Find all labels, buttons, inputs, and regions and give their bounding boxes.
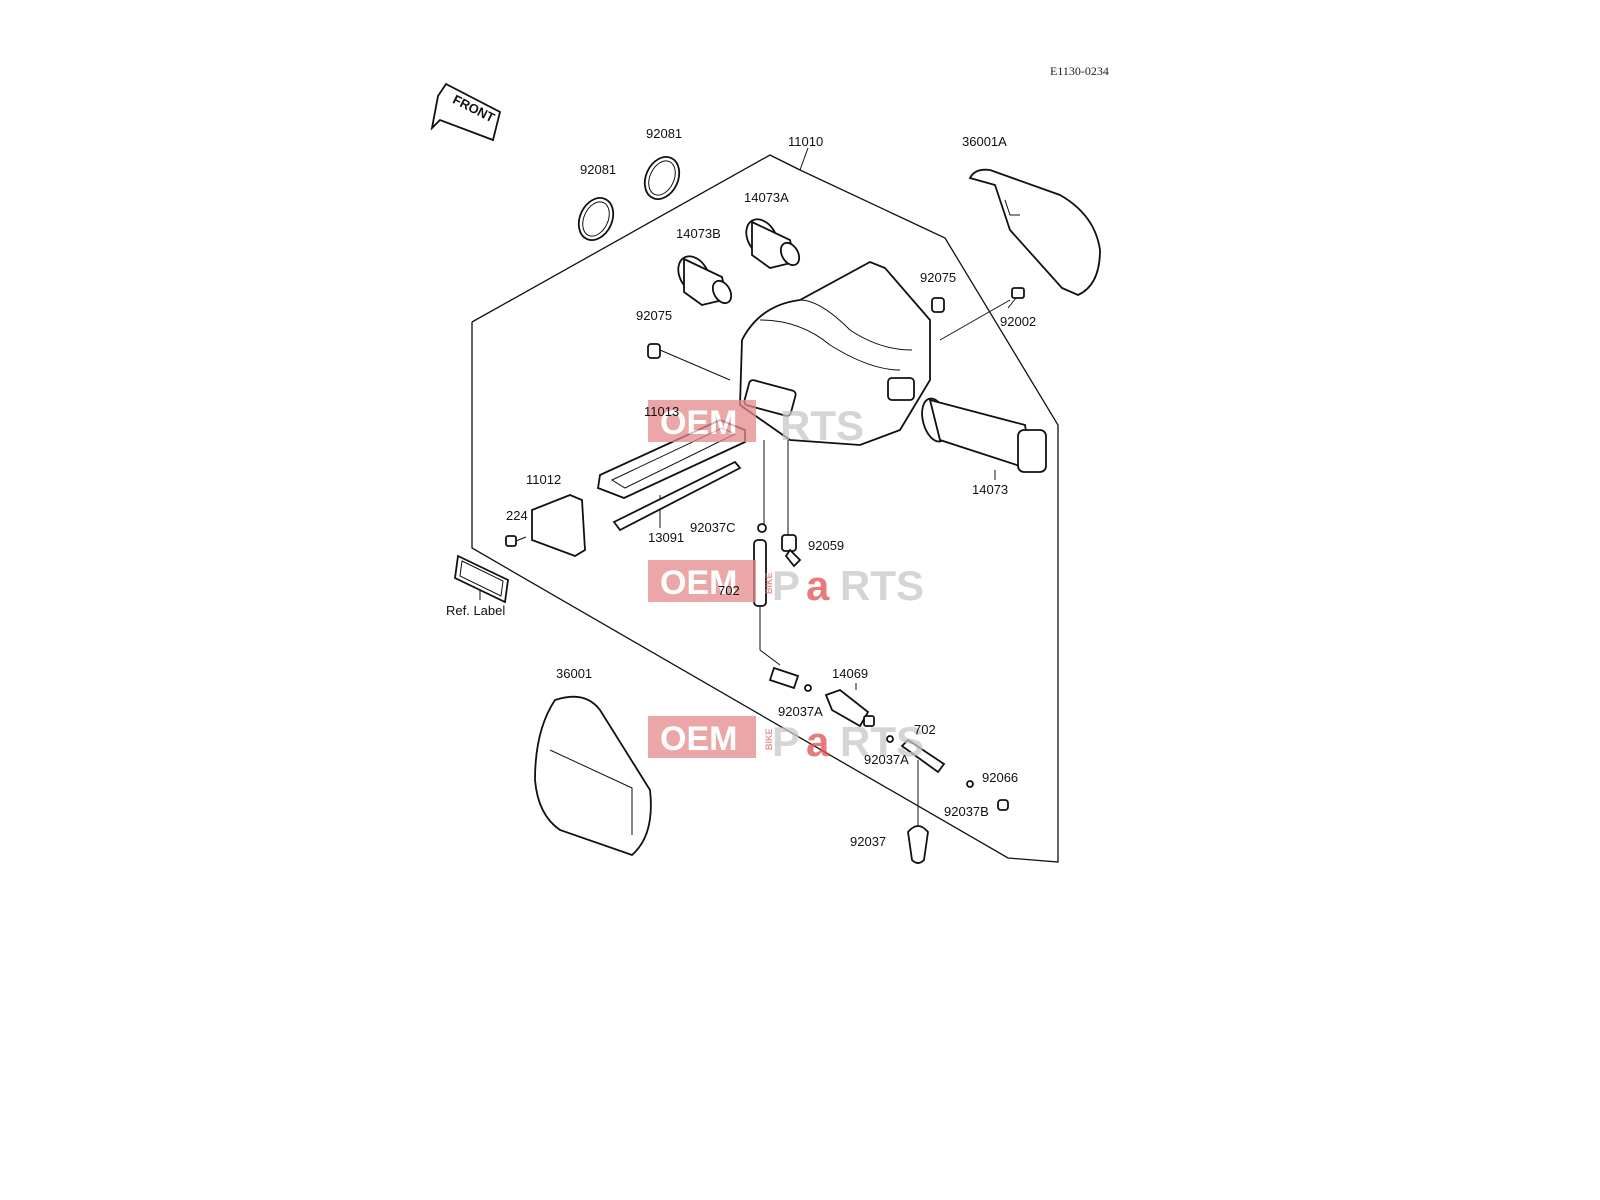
label-92066: 92066 bbox=[982, 770, 1018, 785]
front-arrow-icon: FRONT bbox=[430, 82, 502, 142]
ref-label-sticker bbox=[454, 554, 509, 604]
label-92075-top: 92075 bbox=[920, 270, 956, 285]
svg-text:P: P bbox=[772, 562, 800, 609]
label-92081-left: 92081 bbox=[580, 162, 616, 177]
label-13091: 13091 bbox=[648, 530, 684, 545]
part-labels: 11010 36001A 92081 92081 14073A 14073B 9… bbox=[446, 126, 1036, 849]
svg-text:BIKE: BIKE bbox=[764, 572, 774, 594]
bolt-92002 bbox=[1007, 287, 1025, 309]
fitting-92059 bbox=[781, 534, 802, 568]
svg-text:RTS: RTS bbox=[840, 718, 924, 765]
clamp-92037B bbox=[966, 780, 974, 788]
clamp-92037 bbox=[907, 825, 929, 864]
label-14073B: 14073B bbox=[676, 226, 721, 241]
svg-text:OEM: OEM bbox=[660, 404, 737, 442]
document-code: E1130-0234 bbox=[1050, 64, 1109, 78]
watermark-2: OEM BIKE P a RTS bbox=[648, 560, 924, 609]
label-92075-left: 92075 bbox=[636, 308, 672, 323]
label-36001A: 36001A bbox=[962, 134, 1007, 149]
intake-boot-14073A bbox=[745, 218, 801, 269]
label-702-lower: 702 bbox=[914, 722, 936, 737]
label-92081-right: 92081 bbox=[646, 126, 682, 141]
label-14073: 14073 bbox=[972, 482, 1008, 497]
hose-702-lower bbox=[900, 738, 946, 774]
air-cleaner-housing-11010 bbox=[739, 261, 931, 446]
screw-224 bbox=[505, 535, 527, 547]
cover-36001A bbox=[968, 168, 1101, 296]
svg-text:P: P bbox=[772, 718, 800, 765]
label-702-upper: 702 bbox=[718, 583, 740, 598]
label-14069: 14069 bbox=[832, 666, 868, 681]
label-36001: 36001 bbox=[556, 666, 592, 681]
svg-text:RTS: RTS bbox=[780, 402, 864, 449]
watermark-3: OEM BIKE P a RTS bbox=[648, 716, 924, 765]
label-92037A-lower: 92037A bbox=[864, 752, 909, 767]
svg-text:RTS: RTS bbox=[840, 562, 924, 609]
plate-11012 bbox=[531, 494, 586, 557]
label-14073A: 14073A bbox=[744, 190, 789, 205]
svg-text:a: a bbox=[806, 562, 830, 609]
grommet-92075-top bbox=[931, 297, 945, 313]
label-92059: 92059 bbox=[808, 538, 844, 553]
svg-text:a: a bbox=[806, 718, 830, 765]
intake-duct-14073 bbox=[921, 397, 1047, 473]
label-224: 224 bbox=[506, 508, 528, 523]
strip-13091 bbox=[612, 460, 742, 532]
watermark-1: OEM RTS bbox=[648, 400, 864, 449]
label-11012: 11012 bbox=[526, 472, 561, 487]
label-ref-label: Ref. Label bbox=[446, 603, 505, 618]
o-ring-92081-right bbox=[643, 156, 681, 200]
o-ring-92081-left bbox=[577, 197, 615, 241]
clamp-92037A-lower bbox=[886, 735, 894, 743]
grommet-92075-left bbox=[647, 343, 661, 359]
label-92037B: 92037B bbox=[944, 804, 989, 819]
label-11010: 11010 bbox=[788, 134, 823, 149]
svg-text:OEM: OEM bbox=[660, 564, 737, 602]
svg-text:OEM: OEM bbox=[660, 720, 737, 758]
svg-text:BIKE: BIKE bbox=[764, 728, 774, 750]
cap-92066 bbox=[997, 799, 1009, 811]
label-11013: 11013 bbox=[644, 404, 679, 419]
label-92002: 92002 bbox=[1000, 314, 1036, 329]
leader-lines bbox=[479, 147, 1011, 830]
valve-14069 bbox=[824, 688, 875, 728]
label-92037A-upper: 92037A bbox=[778, 704, 823, 719]
cover-36001 bbox=[534, 695, 652, 857]
clamp-92037C bbox=[757, 523, 767, 533]
label-92037C: 92037C bbox=[690, 520, 736, 535]
intake-boot-14073B bbox=[677, 255, 733, 306]
connector-pipe bbox=[768, 666, 800, 690]
label-92037: 92037 bbox=[850, 834, 886, 849]
clamp-92037A-upper bbox=[804, 684, 812, 692]
